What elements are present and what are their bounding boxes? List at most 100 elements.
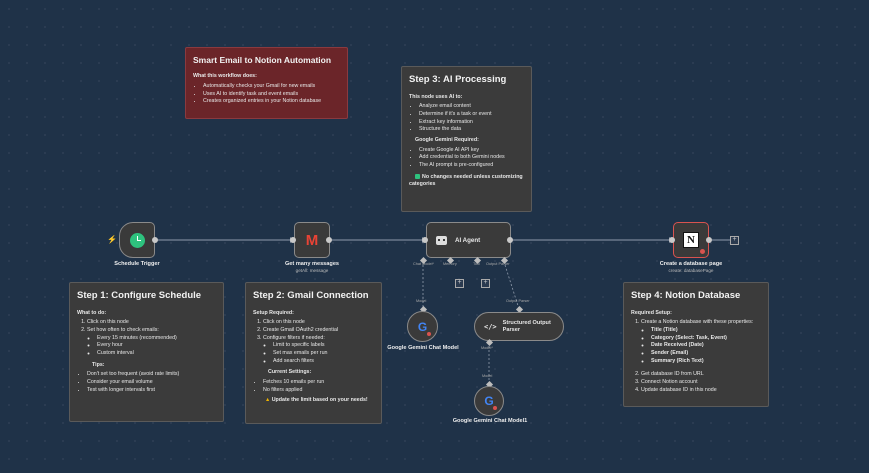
- list-item: Date Received (Date): [651, 342, 761, 350]
- input-port[interactable]: [290, 237, 296, 243]
- gemini1-port-label: Model: [416, 299, 427, 303]
- list-item: Every 15 minutes (recommended): [97, 335, 216, 343]
- list-item: Click on this node: [87, 319, 216, 327]
- step1-steps: Click on this node Set how often to chec…: [77, 319, 216, 357]
- step4-sticky-note[interactable]: Step 4: Notion Database Required Setup: …: [623, 282, 769, 407]
- list-item: Consider your email volume: [87, 379, 216, 387]
- step2-heading: Setup Required:: [253, 309, 294, 316]
- gmail-node-label: Get many messages: [284, 261, 340, 267]
- list-item: Configure filters if needed: Limit to sp…: [263, 335, 374, 366]
- gemini-chat-model1-node[interactable]: G: [474, 386, 504, 416]
- list-item: Determine if it's a task or event: [419, 111, 524, 119]
- notion-node-sublabel: create: databasePage: [668, 268, 714, 273]
- memory-port-label: Memory: [443, 262, 457, 266]
- error-icon: [493, 406, 497, 410]
- step2-title: Step 2: Gmail Connection: [253, 290, 369, 301]
- step3-list: Analyze email content Determine if it's …: [409, 103, 524, 134]
- output-port[interactable]: [507, 237, 513, 243]
- list-item: Limit to specific labels: [273, 342, 374, 350]
- list-item: Uses AI to identify task and event email…: [203, 91, 340, 99]
- add-node-button[interactable]: +: [730, 236, 739, 245]
- list-item: Add credential to both Gemini nodes: [419, 154, 524, 162]
- list-item: Structure the data: [419, 126, 524, 134]
- list-item: Create Google AI API key: [419, 147, 524, 155]
- list-item: Test with longer intervals first: [87, 387, 216, 395]
- step2-current: Fetches 10 emails per run No filters app…: [253, 379, 374, 394]
- step3-heading2: Google Gemini Required:: [415, 137, 479, 144]
- warning-icon: ▲: [265, 397, 271, 404]
- intro-note-heading: What this workflow does:: [193, 73, 257, 80]
- list-item: Automatically checks your Gmail for new …: [203, 83, 340, 91]
- input-port[interactable]: [669, 237, 675, 243]
- chat-model-port-label: Chat Model*: [413, 262, 434, 266]
- add-memory-button[interactable]: +: [455, 279, 464, 288]
- output-port[interactable]: [706, 237, 712, 243]
- list-item: Update database ID in this node: [641, 387, 761, 395]
- notion-node-label: Create a database page: [659, 261, 723, 267]
- list-item: The AI prompt is pre-configured: [419, 162, 524, 170]
- step4-steps-after: Get database ID from URL Connect Notion …: [631, 371, 761, 394]
- google-gemini-icon: G: [484, 394, 494, 408]
- list-item: Set how often to check emails: Every 15 …: [87, 327, 216, 358]
- google-gemini-icon: G: [417, 319, 428, 334]
- list-item: Create Gmail OAuth2 credential: [263, 327, 374, 335]
- gmail-node[interactable]: M: [294, 222, 330, 258]
- list-item: Analyze email content: [419, 103, 524, 111]
- clock-icon: [129, 232, 145, 248]
- ai-agent-label: AI Agent: [455, 236, 481, 244]
- list-item: Set max emails per run: [273, 350, 374, 358]
- list-item: Every hour: [97, 342, 216, 350]
- parser-bottom-port-label: Model*: [481, 346, 493, 350]
- gemini2-label: Google Gemini Chat Model1: [452, 418, 528, 424]
- parser-top-port-label: Output Parser: [506, 299, 530, 303]
- step3-sticky-note[interactable]: Step 3: AI Processing This node uses AI …: [401, 66, 532, 212]
- intro-note-title: Smart Email to Notion Automation: [193, 55, 332, 65]
- list-item: No filters applied: [263, 387, 374, 395]
- robot-icon: [436, 235, 447, 245]
- list-item: Title (Title): [651, 327, 761, 335]
- gemini-chat-model-node[interactable]: G: [407, 311, 438, 342]
- gemini1-label: Google Gemini Chat Model: [387, 345, 459, 351]
- gemini2-port-label: Model: [482, 374, 493, 378]
- step2-warning: ▲ Update the limit based on your needs!: [265, 397, 368, 404]
- step1-tips-heading: Tips:: [92, 361, 105, 368]
- list-item: Don't set too frequent (avoid rate limit…: [87, 371, 216, 379]
- notion-node[interactable]: N: [673, 222, 709, 258]
- step1-sticky-note[interactable]: Step 1: Configure Schedule What to do: C…: [69, 282, 224, 422]
- list-item: Creates organized entries in your Notion…: [203, 98, 340, 106]
- list-item: Extract key information: [419, 119, 524, 127]
- step3-heading: This node uses AI to:: [409, 93, 463, 100]
- intro-sticky-note[interactable]: Smart Email to Notion Automation What th…: [185, 47, 348, 119]
- code-icon: </>: [484, 322, 497, 331]
- step3-list2: Create Google AI API key Add credential …: [409, 147, 524, 170]
- step1-heading: What to do:: [77, 309, 107, 316]
- step3-title: Step 3: AI Processing: [409, 74, 507, 85]
- trigger-bolt-icon: ⚡: [107, 235, 117, 244]
- error-icon: [700, 249, 705, 254]
- parser-label: Structured Output Parser: [502, 319, 551, 333]
- tool-port-label: Tool: [473, 262, 480, 266]
- ai-agent-node[interactable]: AI Agent: [426, 222, 511, 258]
- list-item: Create a Notion database with these prop…: [641, 319, 761, 365]
- schedule-trigger-node[interactable]: [119, 222, 155, 258]
- list-item: Fetches 10 emails per run: [263, 379, 374, 387]
- structured-output-parser-node[interactable]: </> Structured Output Parser: [474, 312, 564, 341]
- output-port[interactable]: [152, 237, 158, 243]
- input-port[interactable]: [422, 237, 428, 243]
- step3-check-note: No changes needed unless customizing cat…: [409, 173, 523, 188]
- intro-note-list: Automatically checks your Gmail for new …: [193, 83, 340, 106]
- list-item: Get database ID from URL: [641, 371, 761, 379]
- output-parser-port-label: Output Parser: [486, 262, 510, 266]
- step2-steps: Click on this node Create Gmail OAuth2 c…: [253, 319, 374, 365]
- add-tool-button[interactable]: +: [481, 279, 490, 288]
- step4-title: Step 4: Notion Database: [631, 290, 741, 301]
- gmail-node-sublabel: getAll: message: [295, 268, 329, 273]
- output-port[interactable]: [326, 237, 332, 243]
- step2-sticky-note[interactable]: Step 2: Gmail Connection Setup Required:…: [245, 282, 382, 424]
- list-item: Custom interval: [97, 350, 216, 358]
- step1-title: Step 1: Configure Schedule: [77, 290, 202, 301]
- list-item: Sender (Email): [651, 350, 761, 358]
- step4-steps: Create a Notion database with these prop…: [631, 319, 761, 365]
- gmail-icon: M: [305, 231, 319, 249]
- list-item: Summary (Rich Text): [651, 358, 761, 366]
